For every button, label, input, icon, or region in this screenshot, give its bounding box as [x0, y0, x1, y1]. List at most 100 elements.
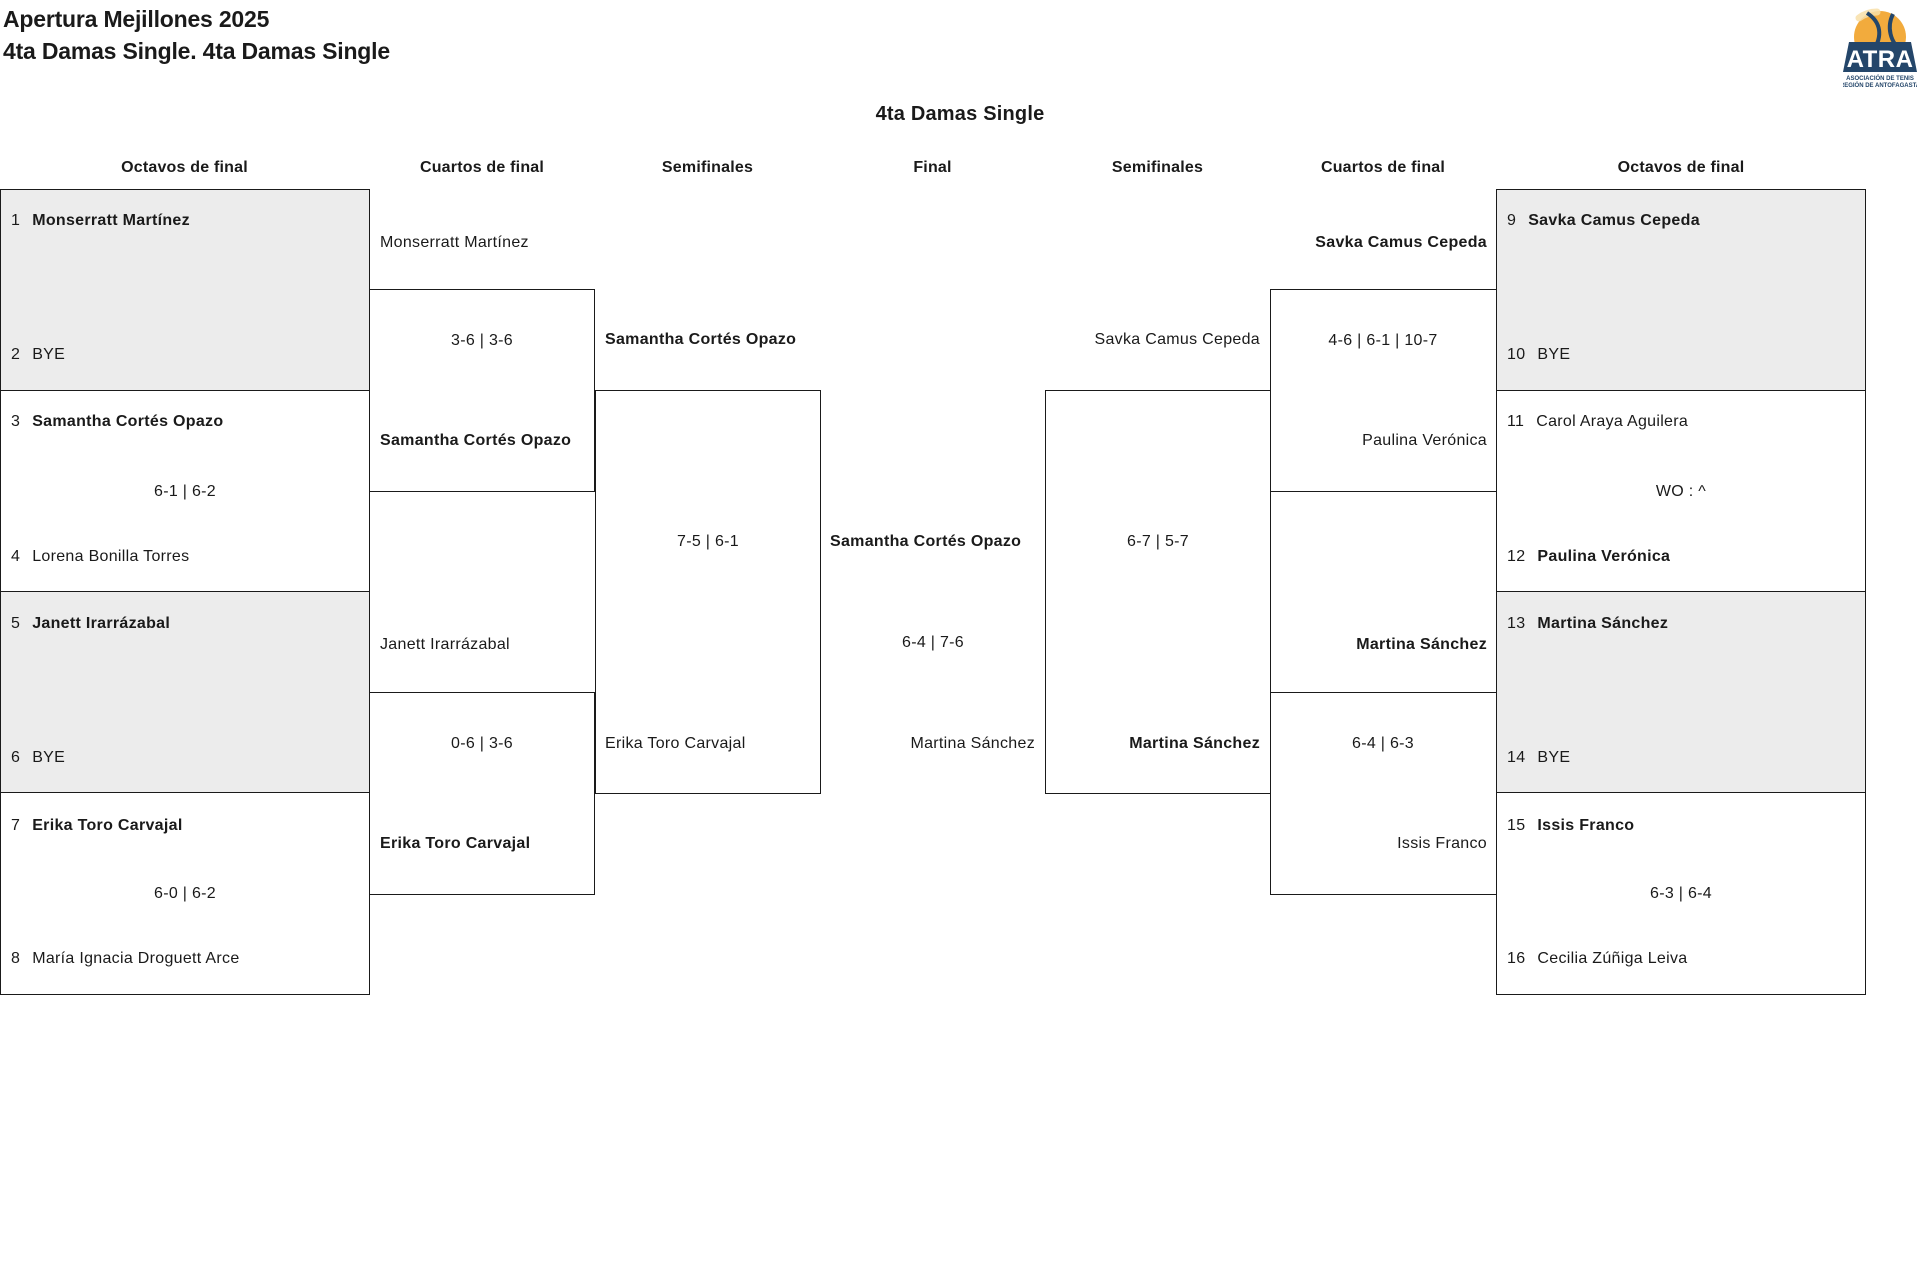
player-row: 8 María Ignacia Droguett Arce: [11, 949, 363, 969]
match-score: 6-7 | 5-7: [1127, 533, 1189, 550]
category-subtitle: 4ta Damas Single. 4ta Damas Single: [3, 38, 390, 64]
seed-number: 2: [11, 346, 21, 363]
match-score: 6-3 | 6-4: [1650, 885, 1712, 902]
player-name: Savka Camus Cepeda: [1528, 212, 1700, 229]
player-row: 6 BYE: [11, 748, 363, 768]
match-box-octavos-l4: 7 Erika Toro Carvajal 6-0 | 6-2 8 María …: [0, 792, 370, 995]
match-box-octavos-l3: 5 Janett Irarrázabal 6 BYE: [0, 591, 370, 793]
round-header-final: Final: [913, 159, 952, 176]
player-name: Erika Toro Carvajal: [32, 817, 183, 834]
player-name: Janett Irarrázabal: [380, 636, 510, 653]
match-score: 6-1 | 6-2: [154, 483, 216, 500]
player-name: BYE: [32, 346, 66, 363]
player-row: 3 Samantha Cortés Opazo: [11, 412, 363, 432]
seed-number: 6: [11, 749, 21, 766]
player-row: 5 Janett Irarrázabal: [11, 614, 363, 634]
round-header-semis-left: Semifinales: [661, 159, 754, 176]
seed-number: 15: [1507, 817, 1526, 834]
player-name: Samantha Cortés Opazo: [380, 432, 572, 449]
round-header-octavos-left: Octavos de final: [121, 159, 248, 176]
player-name: Savka Camus Cepeda: [1315, 234, 1487, 251]
match-box-octavos-r4: 15 Issis Franco 6-3 | 6-4 16 Cecilia Zúñ…: [1496, 792, 1866, 995]
match-score: 6-4 | 6-3: [1352, 735, 1414, 752]
player-row: 1 Monserratt Martínez: [11, 211, 363, 231]
player-name: María Ignacia Droguett Arce: [32, 950, 240, 967]
match-score: 4-6 | 6-1 | 10-7: [1328, 332, 1438, 349]
tournament-title: Apertura Mejillones 2025: [3, 6, 270, 32]
seed-number: 9: [1507, 212, 1517, 229]
seed-number: 4: [11, 548, 21, 565]
logo-line1: ASOCIACIÓN DE TENIS: [1846, 74, 1914, 82]
player-name: Samantha Cortés Opazo: [830, 533, 1022, 550]
seed-number: 5: [11, 615, 21, 632]
player-name: Monserratt Martínez: [380, 234, 529, 251]
player-row: 15 Issis Franco: [1507, 816, 1859, 836]
player-name: Erika Toro Carvajal: [380, 835, 531, 852]
seed-number: 16: [1507, 950, 1526, 967]
player-name: Carol Araya Aguilera: [1536, 413, 1689, 430]
match-score: 6-0 | 6-2: [154, 885, 216, 902]
player-row: 13 Martina Sánchez: [1507, 614, 1859, 634]
player-name: Paulina Verónica: [1537, 548, 1671, 565]
match-box-cuartos-r1: [1270, 289, 1497, 492]
round-header-cuartos-right: Cuartos de final: [1320, 159, 1446, 176]
player-name: Monserratt Martínez: [32, 212, 190, 229]
match-box-cuartos-l2: [369, 692, 595, 895]
player-name: BYE: [1537, 749, 1571, 766]
seed-number: 8: [11, 950, 21, 967]
round-header-octavos-right: Octavos de final: [1617, 159, 1745, 176]
match-box-semifinal-right: [1045, 390, 1271, 794]
player-name: Martina Sánchez: [910, 735, 1035, 752]
logo-line2: REGIÓN DE ANTOFAGASTA: [1843, 81, 1917, 89]
player-row: 4 Lorena Bonilla Torres: [11, 547, 363, 567]
player-row: 12 Paulina Verónica: [1507, 547, 1859, 567]
match-box-octavos-l1: 1 Monserratt Martínez 2 BYE: [0, 189, 370, 391]
player-name: Issis Franco: [1537, 817, 1635, 834]
player-row: 7 Erika Toro Carvajal: [11, 816, 363, 836]
player-name: Issis Franco: [1397, 835, 1487, 852]
seed-number: 10: [1507, 346, 1526, 363]
svg-text:ATRA: ATRA: [1847, 46, 1914, 73]
player-name: Cecilia Zúñiga Leiva: [1537, 950, 1688, 967]
match-score: 3-6 | 3-6: [451, 332, 513, 349]
match-box-cuartos-r2: [1270, 692, 1497, 895]
player-name: Lorena Bonilla Torres: [32, 548, 190, 565]
match-box-semifinal-left: [595, 390, 821, 794]
seed-number: 3: [11, 413, 21, 430]
match-score: 6-4 | 7-6: [902, 634, 964, 651]
atra-logo: ATRA ASOCIACIÓN DE TENIS REGIÓN DE ANTOF…: [1840, 6, 1920, 90]
seed-number: 11: [1507, 413, 1525, 430]
seed-number: 13: [1507, 615, 1526, 632]
match-score: 7-5 | 6-1: [677, 533, 739, 550]
seed-number: 7: [11, 817, 21, 834]
player-row: 14 BYE: [1507, 748, 1859, 768]
player-row: 16 Cecilia Zúñiga Leiva: [1507, 949, 1859, 969]
tennis-ball-icon: ATRA ASOCIACIÓN DE TENIS REGIÓN DE ANTOF…: [1840, 8, 1920, 89]
player-name: Janett Irarrázabal: [32, 615, 171, 632]
seed-number: 14: [1507, 749, 1526, 766]
player-name: Martina Sánchez: [1537, 615, 1669, 632]
round-header-semis-right: Semifinales: [1111, 159, 1204, 176]
round-header-cuartos-left: Cuartos de final: [419, 159, 545, 176]
player-name: Martina Sánchez: [1129, 735, 1260, 752]
player-name: Erika Toro Carvajal: [605, 735, 746, 752]
player-name: BYE: [1537, 346, 1571, 363]
match-score: WO : ^: [1655, 483, 1707, 500]
match-box-octavos-l2: 3 Samantha Cortés Opazo 6-1 | 6-2 4 Lore…: [0, 390, 370, 592]
match-box-octavos-r3: 13 Martina Sánchez 14 BYE: [1496, 591, 1866, 793]
player-name: Samantha Cortés Opazo: [32, 413, 224, 430]
match-box-octavos-r1: 9 Savka Camus Cepeda 10 BYE: [1496, 189, 1866, 391]
player-row: 2 BYE: [11, 345, 363, 365]
player-name: Paulina Verónica: [1362, 432, 1487, 449]
player-row: 10 BYE: [1507, 345, 1859, 365]
player-row: 9 Savka Camus Cepeda: [1507, 211, 1859, 231]
match-box-octavos-r2: 11 Carol Araya Aguilera WO : ^ 12 Paulin…: [1496, 390, 1866, 592]
seed-number: 1: [11, 212, 21, 229]
draw-title: 4ta Damas Single: [875, 103, 1045, 125]
player-name: BYE: [32, 749, 66, 766]
match-box-cuartos-l1: [369, 289, 595, 492]
player-name: Samantha Cortés Opazo: [605, 331, 797, 348]
seed-number: 12: [1507, 548, 1526, 565]
player-row: 11 Carol Araya Aguilera: [1507, 412, 1859, 432]
